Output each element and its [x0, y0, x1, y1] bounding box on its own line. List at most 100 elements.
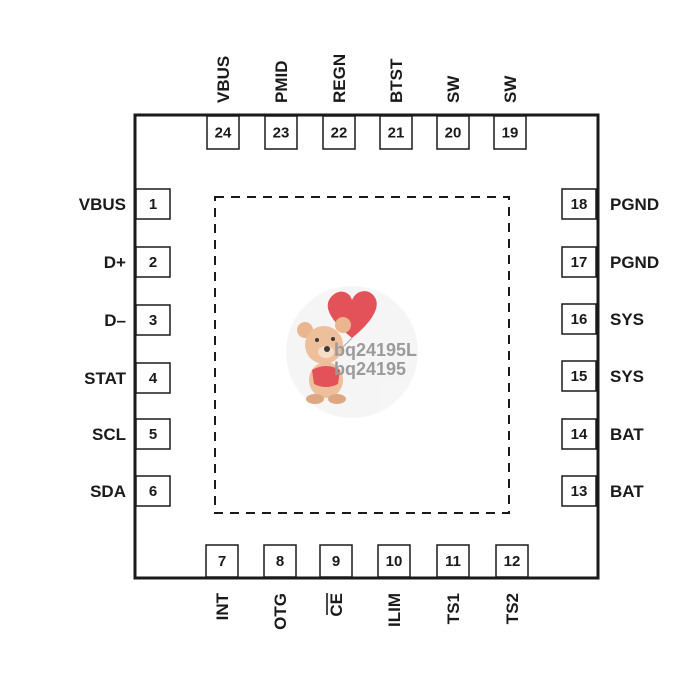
- pin-number: 14: [571, 426, 588, 443]
- pin-pad: [263, 544, 297, 578]
- pin-5-left: 5 SCL: [92, 418, 171, 450]
- pin-pad: [264, 115, 298, 150]
- pin-label: D–: [104, 311, 126, 330]
- pin-label: PMID: [272, 61, 291, 104]
- pin-number: 5: [149, 426, 157, 443]
- bear-nose: [324, 346, 330, 352]
- pin-number: 2: [149, 254, 157, 271]
- pin-19-top: 19 SW: [493, 75, 527, 150]
- pin-number: 19: [502, 125, 519, 142]
- pin-pad: [493, 115, 527, 150]
- pin-pad: [205, 544, 239, 578]
- pin-number: 9: [332, 553, 340, 570]
- pin-15-right: 15 SYS: [561, 360, 644, 392]
- pin-number: 22: [331, 125, 348, 142]
- pin-pad: [379, 115, 413, 150]
- pin-number: 15: [571, 368, 588, 385]
- bear-eye-right: [331, 337, 335, 341]
- pin-number: 20: [445, 125, 462, 142]
- pin-23-top: 23 PMID: [264, 61, 298, 150]
- pin-label: SDA: [90, 482, 126, 501]
- pin-3-left: 3 D–: [104, 304, 171, 336]
- bear-foot-left: [306, 394, 324, 404]
- pin-14-right: 14 BAT: [561, 418, 644, 450]
- pin-2-left: 2D+: [104, 246, 171, 278]
- pin-number: 7: [218, 553, 226, 570]
- watermark: bq24195L bq24195: [286, 286, 418, 418]
- pin-label: BAT: [610, 482, 644, 501]
- pin-number: 11: [445, 553, 461, 570]
- pin-label: SW: [501, 75, 520, 103]
- pin-label: INT: [213, 592, 232, 620]
- bear-ear-right: [335, 317, 351, 333]
- bear-eye-left: [315, 338, 319, 342]
- pin-16-right: 16 SYS: [561, 303, 644, 335]
- pin-20-top: 20 SW: [436, 75, 470, 150]
- pin-number: 21: [388, 125, 405, 142]
- pin-pad: [135, 188, 171, 220]
- pin-pad: [377, 544, 411, 578]
- pin-number: 18: [571, 196, 588, 213]
- pin-number: 10: [386, 553, 403, 570]
- pin-number: 24: [215, 125, 232, 142]
- pin-label: SYS: [610, 310, 644, 329]
- pin-label: SYS: [610, 367, 644, 386]
- pin-label: BAT: [610, 425, 644, 444]
- pin-label: PGND: [610, 253, 659, 272]
- pin-pad: [495, 544, 529, 578]
- pin-pad: [561, 303, 597, 335]
- pin-pad: [319, 544, 353, 578]
- pin-number: 3: [149, 312, 157, 329]
- pin-number: 12: [504, 553, 521, 570]
- bear-head: [305, 326, 343, 364]
- watermark-line-1: bq24195L: [334, 340, 417, 360]
- pin-number: 6: [149, 483, 157, 500]
- pin-4-left: 4 STAT: [84, 362, 171, 394]
- pin-label: SCL: [92, 425, 126, 444]
- pin-pad: [135, 304, 171, 336]
- pin-label: SW: [444, 75, 463, 103]
- pin-label: ILIM: [385, 593, 404, 627]
- pin-number: 13: [571, 483, 588, 500]
- pin-label: VBUS: [214, 56, 233, 103]
- pin-pad: [561, 475, 597, 507]
- pin-number: 23: [273, 125, 290, 142]
- pin-number: 4: [149, 370, 158, 387]
- pin-pad: [561, 418, 597, 450]
- pin-label: VBUS: [79, 195, 126, 214]
- pin-21-top: 21 BTST: [379, 58, 413, 150]
- pin-label: OTG: [271, 593, 290, 630]
- package-outline: [133, 113, 600, 580]
- teddy-bear-with-heart-balloon-icon: [297, 291, 377, 404]
- pin-label: TS2: [503, 593, 522, 624]
- pin-pad: [436, 115, 470, 150]
- pin-label: PGND: [610, 195, 659, 214]
- pin-6-left: 6 SDA: [90, 475, 171, 507]
- pin-number: 17: [571, 254, 588, 271]
- pin-label: BTST: [387, 58, 406, 103]
- pin-label: TS1: [444, 593, 463, 624]
- pin-pad: [561, 360, 597, 392]
- pin-pad: [206, 115, 240, 150]
- pin-17-right: 17 PGND: [561, 246, 659, 278]
- bear-shirt: [312, 366, 340, 387]
- pin-label: REGN: [330, 54, 349, 103]
- pin-pad: [135, 246, 171, 278]
- bear-foot-right: [328, 394, 346, 404]
- thermal-pad-outline: [214, 196, 510, 514]
- watermark-line-2: bq24195: [334, 359, 406, 379]
- pin-18-right: 18 PGND: [561, 188, 659, 220]
- pin-pad: [135, 418, 171, 450]
- pin-label: STAT: [84, 369, 126, 388]
- pin-pad: [322, 115, 356, 150]
- pin-label: CE: [327, 593, 346, 617]
- pin-pad: [135, 362, 171, 394]
- pin-13-right: 13 BAT: [561, 475, 644, 507]
- pin-number: 16: [571, 311, 588, 328]
